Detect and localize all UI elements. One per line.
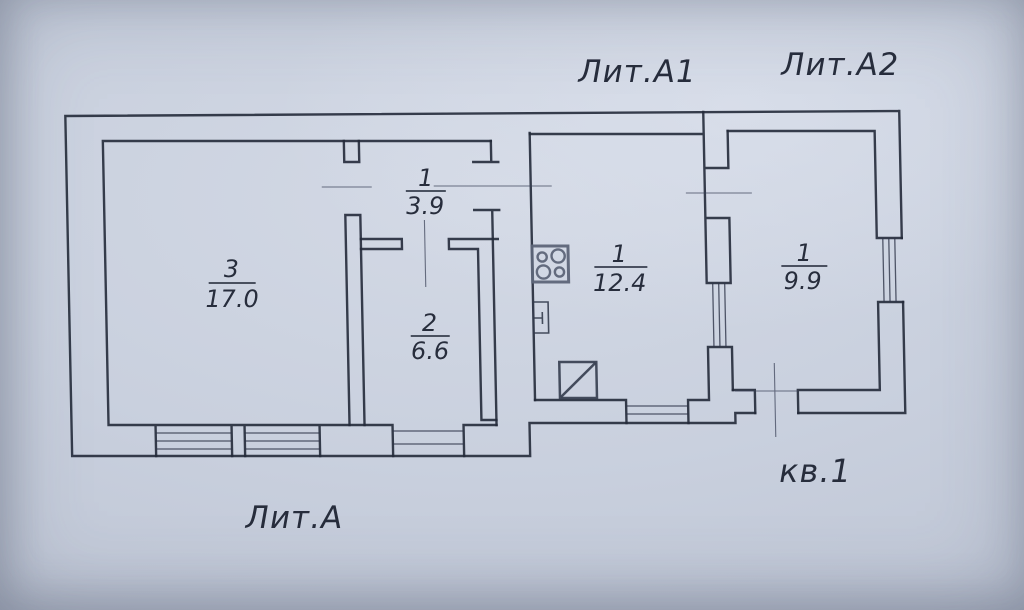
- room3-room1-partition-wall: [342, 139, 366, 427]
- outer-perimeter-wall: [64, 109, 907, 458]
- label-lit-a: Лит.А: [244, 500, 343, 536]
- stove-burner-small-2: [553, 266, 566, 278]
- furnace-body: [557, 360, 599, 400]
- label-lit-a2: Лит.А2: [780, 47, 900, 83]
- room-area: 9.9: [783, 267, 822, 295]
- sink-tap-mark: [533, 312, 544, 324]
- label-kv-1: кв.1: [779, 452, 852, 490]
- window-lit-a2-right: [882, 238, 897, 302]
- room-area: 12.4: [593, 269, 647, 297]
- room-area: 17.0: [205, 285, 259, 313]
- room-area: 3.9: [406, 192, 445, 220]
- label-lit-a1: Лит.А1: [577, 54, 697, 90]
- stove-burner-large-2: [535, 264, 552, 280]
- window-bottom-left-1: [155, 432, 233, 450]
- door-axis-kv1-entrance: [734, 363, 798, 437]
- sink-icon: [532, 301, 550, 334]
- room-number: 1: [611, 240, 627, 268]
- room-label-3-17-0: 3 17.0: [205, 255, 259, 313]
- opening-below-room2: [392, 430, 464, 445]
- window-bottom-left-2: [244, 432, 321, 450]
- room1-room2-partition-wall: [359, 237, 500, 422]
- room-label-1-12-4: 1 12.4: [593, 240, 648, 297]
- lit-a-lit-a1-shared-wall: [472, 131, 537, 427]
- windows: [155, 238, 897, 450]
- room-number: 2: [422, 309, 438, 337]
- room-label-1-9-9: 1 9.9: [781, 239, 828, 295]
- door-centerlines: [321, 185, 798, 437]
- furnace-diagonal: [560, 362, 597, 398]
- room-number: 1: [418, 164, 434, 192]
- stove-burner-large-1: [550, 248, 566, 264]
- window-a1-a2-wall: [712, 283, 727, 347]
- room-number: 3: [223, 255, 239, 283]
- walls: [64, 109, 907, 458]
- room-area: 6.6: [411, 337, 450, 365]
- room-label-1-3-9: 1 3.9: [406, 164, 446, 220]
- door-axis-room1-room2: [423, 220, 427, 287]
- stove-icon: [530, 244, 571, 284]
- furnace-icon: [557, 360, 599, 400]
- section-a-inner-walls: [101, 139, 498, 458]
- room-label-2-6-6: 2 6.6: [411, 309, 450, 365]
- stove-body: [530, 244, 571, 284]
- stove-burner-small-1: [536, 251, 548, 263]
- room-number: 1: [796, 239, 812, 267]
- window-lit-a1-bottom: [626, 405, 689, 415]
